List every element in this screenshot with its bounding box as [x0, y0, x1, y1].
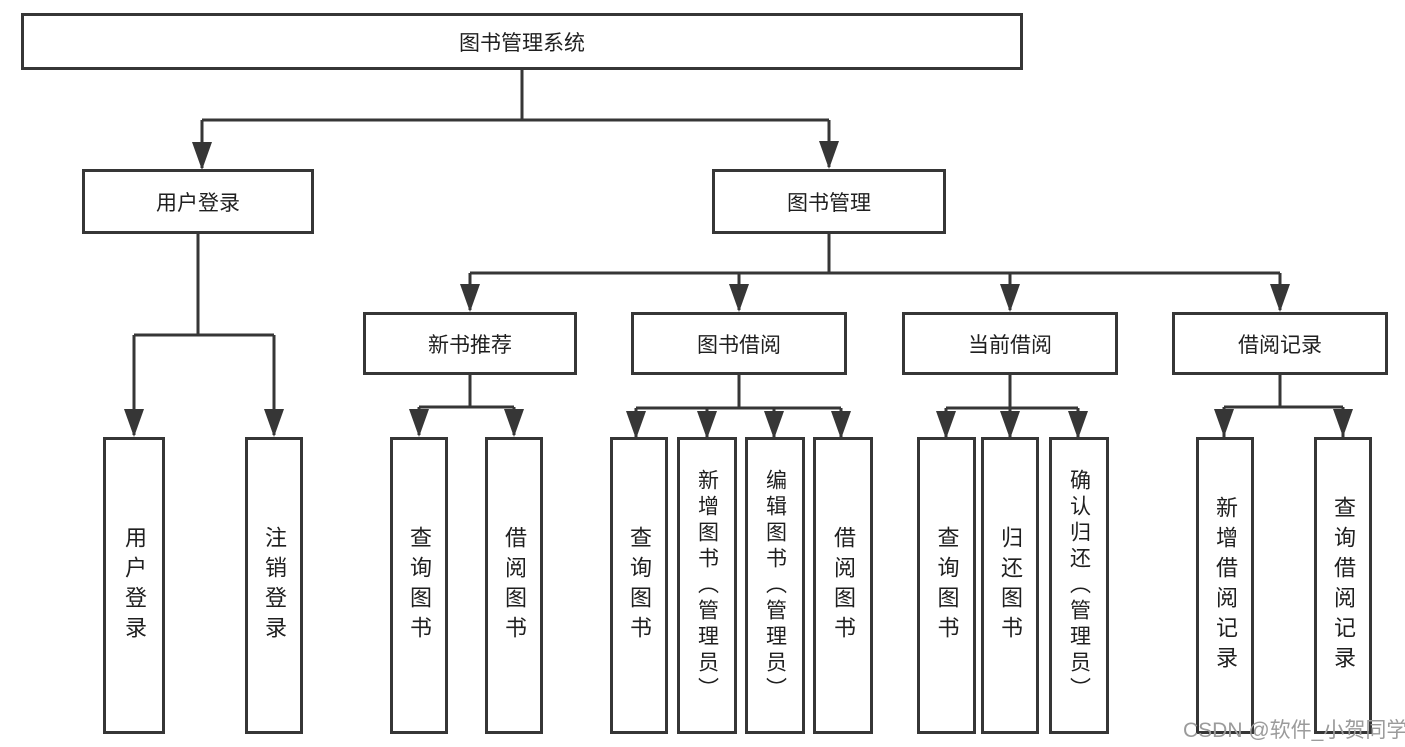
leaf-label: 注销登录 — [262, 525, 287, 646]
node-current-borrow-label: 当前借阅 — [968, 333, 1052, 357]
node-leaf-bb-borrow-books: 借阅图书 — [813, 437, 873, 734]
node-new-book-rec: 新书推荐 — [363, 312, 577, 375]
node-borrow-records: 借阅记录 — [1172, 312, 1388, 375]
node-user-login-label: 用户登录 — [156, 191, 240, 215]
node-book-mgmt-label: 图书管理 — [787, 191, 871, 215]
node-leaf-user-login: 用户登录 — [103, 437, 165, 734]
node-leaf-bb-edit-books: 编辑图书（管理员） — [745, 437, 805, 734]
node-root-label: 图书管理系统 — [459, 31, 585, 55]
leaf-label: 新增借阅记录 — [1213, 495, 1238, 676]
node-borrow-records-label: 借阅记录 — [1238, 333, 1322, 357]
node-leaf-rec-borrow-books: 借阅图书 — [485, 437, 543, 734]
node-leaf-br-add-record: 新增借阅记录 — [1196, 437, 1254, 734]
node-book-borrow-label: 图书借阅 — [697, 333, 781, 357]
node-leaf-br-query-record: 查询借阅记录 — [1314, 437, 1372, 734]
node-book-mgmt: 图书管理 — [712, 169, 946, 234]
arrowheads — [124, 141, 1353, 439]
leaf-label: 查询图书 — [934, 525, 960, 646]
leaf-label: 借阅图书 — [502, 525, 527, 646]
node-leaf-cb-query-books: 查询图书 — [917, 437, 976, 734]
leaf-label: 借阅图书 — [831, 525, 856, 646]
node-book-borrow: 图书借阅 — [631, 312, 847, 375]
node-leaf-cb-return-books: 归还图书 — [981, 437, 1039, 734]
node-user-login: 用户登录 — [82, 169, 314, 234]
csdn-watermark: CSDN @软件_小贺同学 — [1183, 719, 1405, 742]
leaf-label: 归还图书 — [998, 525, 1023, 646]
node-new-book-rec-label: 新书推荐 — [428, 333, 512, 357]
node-leaf-logout: 注销登录 — [245, 437, 303, 734]
leaf-label: 新增图书（管理员） — [695, 468, 719, 703]
leaf-label: 查询借阅记录 — [1331, 495, 1356, 676]
leaf-label: 确认归还（管理员） — [1067, 468, 1091, 703]
node-leaf-cb-confirm-return: 确认归还（管理员） — [1049, 437, 1109, 734]
node-current-borrow: 当前借阅 — [902, 312, 1118, 375]
node-leaf-bb-add-books: 新增图书（管理员） — [677, 437, 737, 734]
leaf-label: 用户登录 — [122, 525, 147, 646]
node-leaf-bb-query-books: 查询图书 — [610, 437, 668, 734]
leaf-label: 编辑图书（管理员） — [763, 468, 787, 703]
node-leaf-rec-query-books: 查询图书 — [390, 437, 448, 734]
node-root: 图书管理系统 — [21, 13, 1023, 70]
leaf-label: 查询图书 — [627, 525, 652, 646]
leaf-label: 查询图书 — [407, 525, 432, 646]
